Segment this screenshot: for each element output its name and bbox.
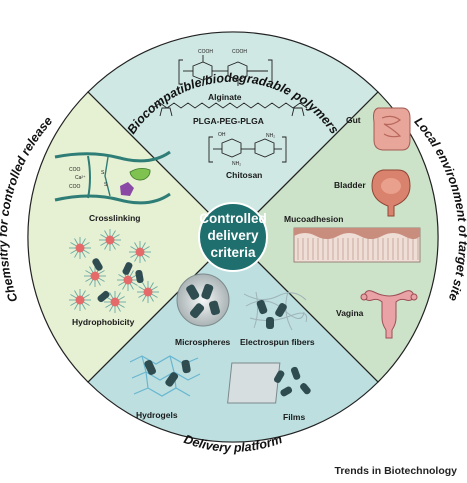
- drug-particle: [135, 269, 144, 284]
- alginate-structure-icon: [178, 55, 273, 86]
- micelle: [137, 281, 159, 303]
- center-circle: [198, 202, 268, 272]
- films-label: Films: [283, 412, 305, 422]
- drug-particle: [122, 262, 133, 275]
- svg-text:NH₂: NH₂: [266, 133, 275, 139]
- microsphere-icon: [176, 273, 230, 327]
- svg-text:OH: OH: [218, 132, 226, 138]
- quadrant-left-bg: [27, 91, 234, 383]
- chem-coo-bottom: COO: [69, 184, 81, 190]
- chitosan-label: Chitosan: [226, 170, 262, 180]
- electrospun-fibers-label: Electrospun fibers: [240, 337, 315, 347]
- journal-label: Trends in Biotechnology: [334, 465, 457, 477]
- micelle: [99, 229, 121, 251]
- micelle: [104, 291, 126, 313]
- gut-icon: [373, 107, 411, 151]
- fiber-icon: [243, 291, 308, 331]
- chem-s-bottom: S: [104, 182, 108, 188]
- micelle: [69, 289, 91, 311]
- micelle: [69, 237, 91, 259]
- hydrophobicity-label: Hydrophobicity: [72, 317, 135, 327]
- drug-particle: [97, 290, 110, 303]
- alginate-label: Alginate: [208, 92, 242, 102]
- crosslink-icon: [54, 150, 171, 205]
- chem-coo-top: COO: [69, 167, 81, 173]
- micelle: [129, 241, 151, 263]
- bladder-icon: [371, 169, 411, 217]
- center-line2: delivery: [207, 228, 259, 243]
- bladder-label: Bladder: [334, 180, 366, 190]
- plga-peg-plga-label: PLGA-PEG-PLGA: [193, 116, 264, 126]
- svg-text:NH₂: NH₂: [232, 161, 241, 167]
- microspheres-label: Microspheres: [175, 337, 231, 347]
- center-line1: Controlled: [199, 211, 267, 226]
- gut-label: Gut: [346, 115, 361, 125]
- film-icon: [227, 362, 311, 404]
- uterus-icon: [360, 290, 418, 339]
- hydrogel-icon: [129, 355, 201, 397]
- crosslinking-label: Crosslinking: [89, 213, 140, 223]
- svg-text:COOH: COOH: [232, 49, 247, 55]
- vagina-label: Vagina: [336, 308, 364, 318]
- svg-text:COOH: COOH: [198, 49, 213, 55]
- center-line3: criteria: [210, 245, 256, 260]
- drug-particle: [92, 258, 103, 271]
- chem-ca: Ca²⁺: [75, 175, 86, 181]
- mucosa-icon: [293, 227, 421, 263]
- plga-peg-plga-structure-icon: [152, 102, 308, 117]
- hydrogels-label: Hydrogels: [136, 410, 178, 420]
- micelle-icon: [69, 229, 159, 313]
- chem-s-top: S: [101, 170, 105, 176]
- quadrant-top-bg: [87, 31, 379, 238]
- micelle: [84, 265, 106, 287]
- mucoadhesion-label: Mucoadhesion: [284, 214, 344, 224]
- chitosan-structure-icon: [208, 136, 287, 163]
